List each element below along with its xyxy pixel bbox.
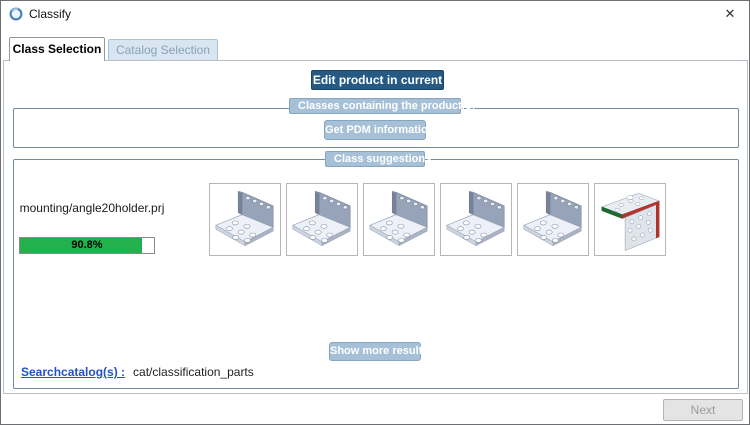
part-thumbnail[interactable] [440,183,512,256]
thumbnail-row [209,183,666,256]
confidence-progress-bar: 90.8% [19,237,155,254]
get-pdm-information-button[interactable]: Get PDM information [324,120,434,140]
part-thumbnail[interactable] [363,183,435,256]
suggested-class-label: mounting/angle20holder.prj [19,201,165,215]
progress-fill [20,238,142,253]
search-catalog-value: cat/classification_parts [133,365,254,379]
classify-app-icon [9,7,23,21]
part-thumbnail[interactable] [517,183,589,256]
class-suggestions-legend: Class suggestions [325,151,431,167]
next-button[interactable]: Next [663,399,743,421]
confidence-value: 90.8% [71,239,103,251]
title-bar: Classify ✕ [1,1,749,29]
close-icon[interactable]: ✕ [724,6,736,21]
show-more-results-button[interactable]: Show more results [329,342,428,361]
search-catalog-link[interactable]: Searchcatalog(s) : [21,365,126,379]
tab-catalog-selection[interactable]: Catalog Selection [108,39,218,61]
part-thumbnail-image [210,184,280,255]
part-thumbnail[interactable] [286,183,358,256]
edit-product-button[interactable]: Edit product in current class [311,70,444,105]
part-thumbnail-image [287,184,357,255]
classes-containing-legend: Classes containing the product(s) [289,98,475,114]
part-thumbnail[interactable] [594,183,666,256]
part-thumbnail-image [595,184,665,255]
part-thumbnail-image [518,184,588,255]
part-thumbnail-image [441,184,511,255]
search-catalog-line: Searchcatalog(s) : cat/classification_par… [21,365,254,379]
window-title: Classify [29,7,72,21]
part-thumbnail-image [364,184,434,255]
tab-class-selection[interactable]: Class Selection [9,37,105,61]
part-thumbnail[interactable] [209,183,281,256]
